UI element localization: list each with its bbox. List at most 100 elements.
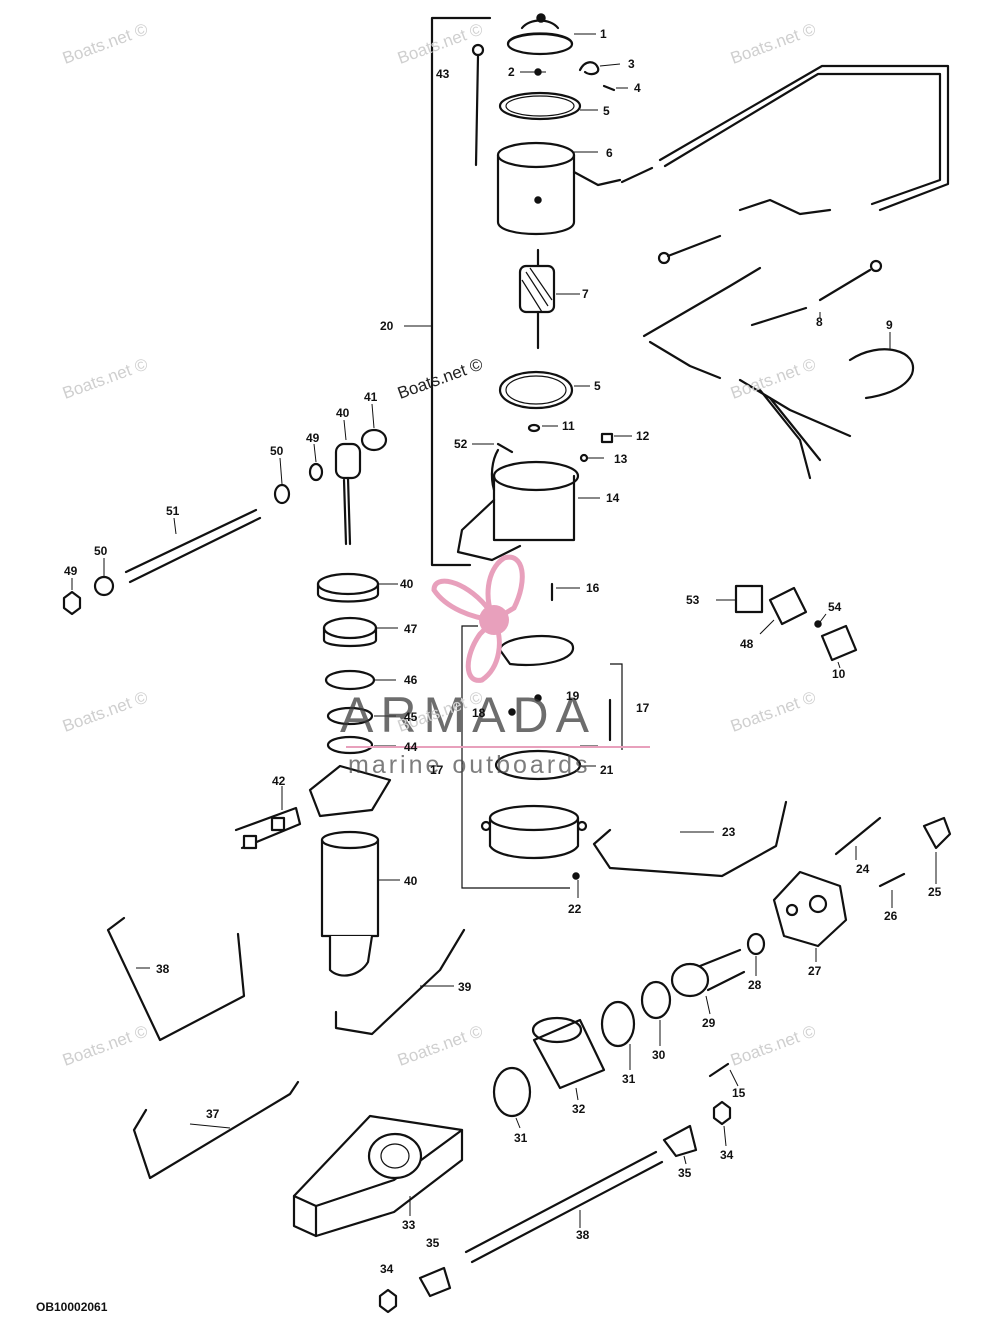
callout-34b: 34	[380, 1262, 394, 1276]
callout-49b: 49	[64, 564, 78, 578]
part-11-washer	[527, 423, 541, 433]
part-49-nut-upper	[308, 462, 324, 482]
part-21-o-ring	[494, 749, 582, 781]
part-1-end-cap	[506, 13, 574, 56]
part-34-nut-lower	[378, 1288, 398, 1314]
callout-31b: 31	[514, 1131, 528, 1145]
callout-28: 28	[748, 978, 762, 992]
assembly-bracket-17	[461, 625, 570, 889]
part-9-clamp	[848, 348, 915, 400]
part-35-fitting-upper	[662, 1124, 698, 1158]
assembly-bracket-20	[430, 16, 492, 567]
callout-48: 48	[740, 637, 754, 651]
callout-50b: 50	[94, 544, 108, 558]
callout-31: 31	[622, 1072, 636, 1086]
callout-38: 38	[576, 1228, 590, 1242]
part-28-ring	[746, 932, 766, 956]
callout-8: 8	[816, 315, 823, 329]
callout-22: 22	[568, 902, 582, 916]
callout-40: 40	[404, 874, 418, 888]
callout-10: 10	[832, 667, 846, 681]
callout-51: 51	[166, 504, 180, 518]
part-38-tube-left	[106, 916, 246, 1042]
callout-39: 39	[458, 980, 472, 994]
part-47-piston-head	[322, 616, 378, 648]
part-42-trunnion	[234, 764, 392, 850]
part-7-armature	[518, 248, 556, 350]
callout-37: 37	[206, 1107, 220, 1121]
part-19-spring	[534, 694, 542, 702]
part-34-nut-upper	[712, 1100, 732, 1126]
part-5-o-ring-upper	[498, 91, 582, 121]
callout-38b: 38	[156, 962, 170, 976]
callout-6: 6	[606, 146, 613, 160]
callout-54: 54	[828, 600, 842, 614]
logo-divider	[346, 746, 650, 748]
callout-29: 29	[702, 1016, 716, 1030]
callout-3: 3	[628, 57, 635, 71]
callout-33: 33	[402, 1218, 416, 1232]
callout-15: 15	[732, 1086, 746, 1100]
part-50-washer-upper	[273, 483, 291, 505]
callout-7: 7	[582, 287, 589, 301]
callout-26: 26	[884, 909, 898, 923]
logo-wordmark: ARMADA	[340, 687, 596, 743]
callout-42: 42	[272, 774, 286, 788]
part-31-o-ring-upper	[600, 1000, 636, 1048]
callout-23: 23	[722, 825, 736, 839]
part-pump-reservoir	[480, 804, 588, 860]
part-3-clip	[578, 61, 600, 76]
part-52-pin	[496, 442, 514, 454]
part-45-disc	[326, 706, 374, 726]
callout-11: 11	[562, 419, 575, 433]
callout-16: 16	[586, 581, 600, 595]
callout-43: 43	[436, 67, 450, 81]
callout-1: 1	[600, 27, 607, 41]
part-43-rod	[474, 54, 480, 167]
part-49-nut-lower	[62, 590, 82, 616]
part-41-bushing	[360, 428, 388, 452]
part-37-tube	[132, 1080, 300, 1180]
part-48-gasket	[768, 586, 808, 626]
part-32-sleeve	[531, 1016, 606, 1090]
part-29-gear	[670, 948, 746, 998]
part-12-nut	[600, 432, 614, 444]
callout-49: 49	[306, 431, 320, 445]
callout-5b: 5	[594, 379, 601, 393]
callout-40b: 40	[400, 577, 414, 591]
part-51-shaft	[124, 508, 262, 584]
bracket-17-right	[610, 663, 623, 750]
callout-20: 20	[380, 319, 394, 333]
part-17-valve	[498, 634, 612, 742]
callout-32: 32	[572, 1102, 586, 1116]
callout-53: 53	[686, 593, 700, 607]
callout-30: 30	[652, 1048, 666, 1062]
part-35-fitting-lower	[418, 1266, 452, 1298]
diagram-code: OB10002061	[36, 1300, 108, 1314]
callout-2: 2	[508, 65, 515, 79]
part-38-rod	[464, 1150, 664, 1264]
callout-35b: 35	[426, 1236, 440, 1250]
part-44-o-ring	[326, 735, 374, 755]
callout-17b: 17	[430, 763, 444, 777]
callout-17: 17	[636, 701, 650, 715]
part-18-ball	[508, 708, 516, 716]
part-26-bolt	[878, 872, 906, 888]
callout-14: 14	[606, 491, 620, 505]
callout-52: 52	[454, 437, 468, 451]
callout-35: 35	[678, 1166, 692, 1180]
part-23-tube	[592, 800, 788, 878]
part-40-piston	[316, 572, 380, 603]
callout-18: 18	[472, 706, 486, 720]
part-31-o-ring-lower	[492, 1066, 532, 1118]
callout-5: 5	[603, 104, 610, 118]
callout-13: 13	[614, 452, 628, 466]
part-13-washer	[579, 453, 589, 463]
callout-40c: 40	[336, 406, 350, 420]
part-15-fitting	[708, 1062, 730, 1078]
part-10-cover	[820, 624, 858, 662]
callout-45: 45	[404, 710, 418, 724]
part-25-bracket	[922, 816, 952, 850]
